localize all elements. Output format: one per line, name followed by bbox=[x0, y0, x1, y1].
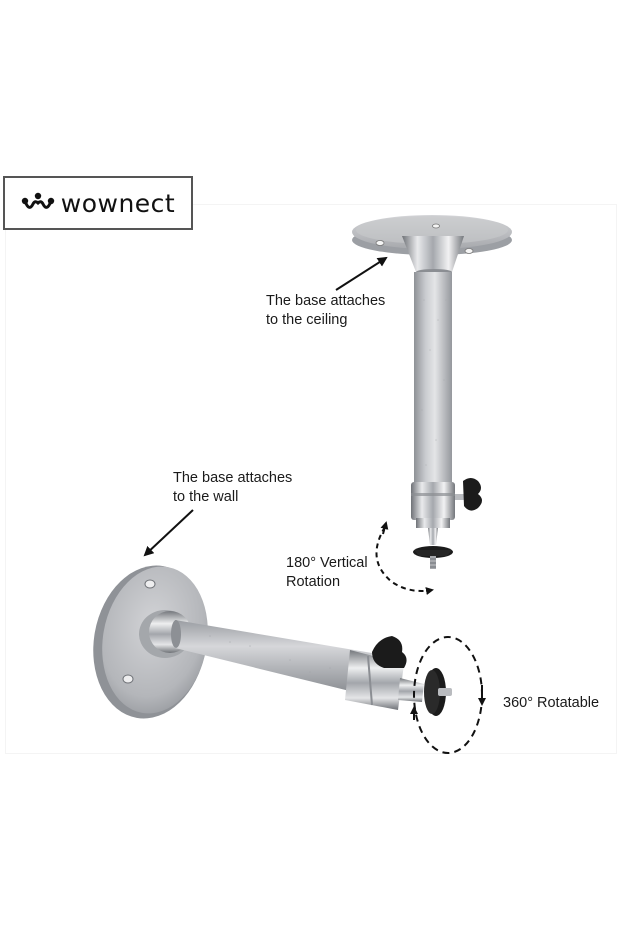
rotatable-annotation: 360° Rotatable bbox=[503, 695, 600, 711]
ceiling-mount bbox=[352, 215, 512, 569]
brand-name: wownect bbox=[60, 188, 176, 218]
brand-logo: wownect bbox=[3, 176, 193, 230]
vertical-rotation-arc bbox=[375, 526, 434, 596]
vertical-rotation-arrowhead bbox=[380, 521, 389, 535]
wall-annotation: The base attaches to the wall bbox=[173, 470, 293, 505]
wall-mount bbox=[93, 565, 452, 719]
wownect-dots-icon bbox=[21, 192, 54, 209]
wall-pointer-arrow bbox=[143, 509, 194, 557]
vertical-rotation-annotation: 180° Vertical Rotation bbox=[286, 555, 368, 590]
ceiling-annotation: The base attaches to the ceiling bbox=[266, 293, 386, 328]
ceiling-pointer-arrow bbox=[335, 256, 388, 291]
